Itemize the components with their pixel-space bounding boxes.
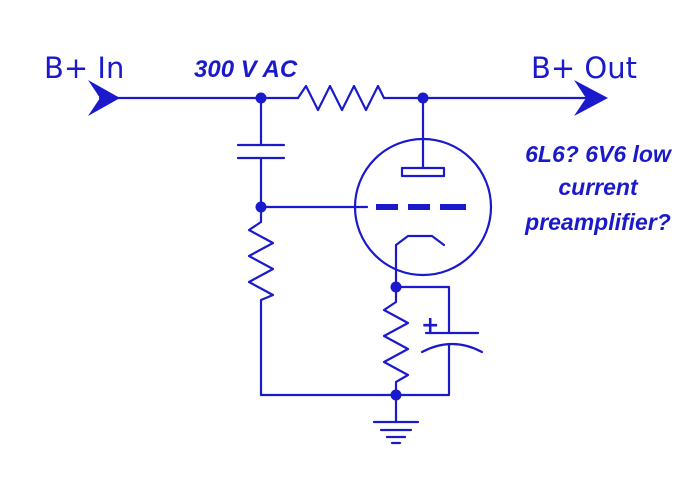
tube-note-line3: preamplifier? <box>524 209 671 235</box>
tube-note-line1: 6L6? 6V6 low <box>525 141 673 167</box>
vacuum-tube <box>353 137 493 277</box>
cap-polarity-mark: + <box>421 313 439 338</box>
cathode-resistor <box>382 285 410 397</box>
junction-dot <box>417 92 429 104</box>
ground-icon <box>372 420 420 445</box>
junction-dot <box>390 281 402 293</box>
tube-plate <box>400 166 446 178</box>
voltage-label: 300 V AC <box>194 56 298 83</box>
junction-dot <box>255 201 267 213</box>
tube-cathode <box>394 234 446 257</box>
junction-dot <box>255 92 267 104</box>
bypass-cap-bottom-wire <box>394 342 451 397</box>
junction-dot <box>390 389 402 401</box>
series-resistor <box>296 84 386 112</box>
bypass-capacitor-curved-plate <box>420 342 484 354</box>
b-plus-out-label: B+ Out <box>531 51 637 85</box>
grid-resistor <box>247 205 275 397</box>
b-plus-in-label: B+ In <box>44 51 124 85</box>
tube-grid <box>376 204 466 210</box>
bypass-cap-top-wire <box>394 285 451 334</box>
tube-note-line2: current <box>558 174 639 200</box>
